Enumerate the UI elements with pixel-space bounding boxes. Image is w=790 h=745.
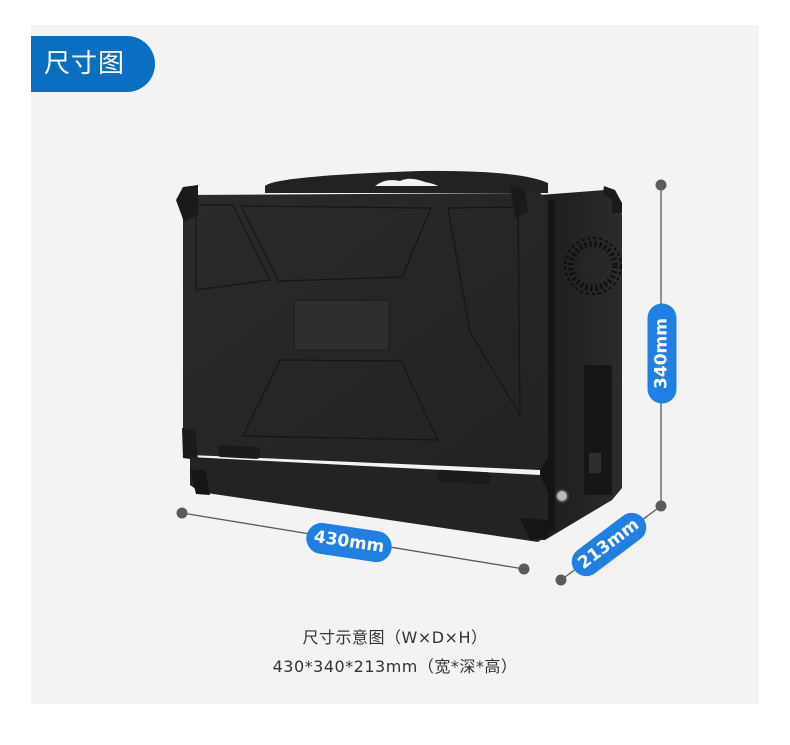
dimension-endpoint-dot (655, 179, 667, 191)
height-dimension-label: 340mm (647, 303, 677, 404)
fan-vent-icon (564, 237, 622, 295)
base-body (190, 445, 548, 542)
dimension-endpoint-dot (518, 563, 530, 575)
hinge-left (217, 445, 261, 459)
front-lid (176, 185, 548, 470)
caption-title: 尺寸示意图（W×D×H） (302, 628, 488, 647)
carry-handle (265, 170, 548, 193)
dimension-endpoint-dot (655, 500, 667, 512)
dimension-endpoint-dot (176, 507, 188, 519)
dimension-endpoint-dot (555, 574, 567, 586)
caption-dimensions: 430*340*213mm（宽*深*高） (272, 657, 518, 676)
hinge-right (437, 469, 491, 485)
section-title: 尺寸图 (44, 49, 126, 79)
section-title-badge: 尺寸图 (31, 36, 155, 92)
power-button-icon (555, 489, 569, 503)
power-socket-icon (587, 451, 603, 475)
side-panel (540, 186, 622, 540)
rear-vent (584, 365, 612, 495)
lid-badge-plate (293, 299, 390, 351)
